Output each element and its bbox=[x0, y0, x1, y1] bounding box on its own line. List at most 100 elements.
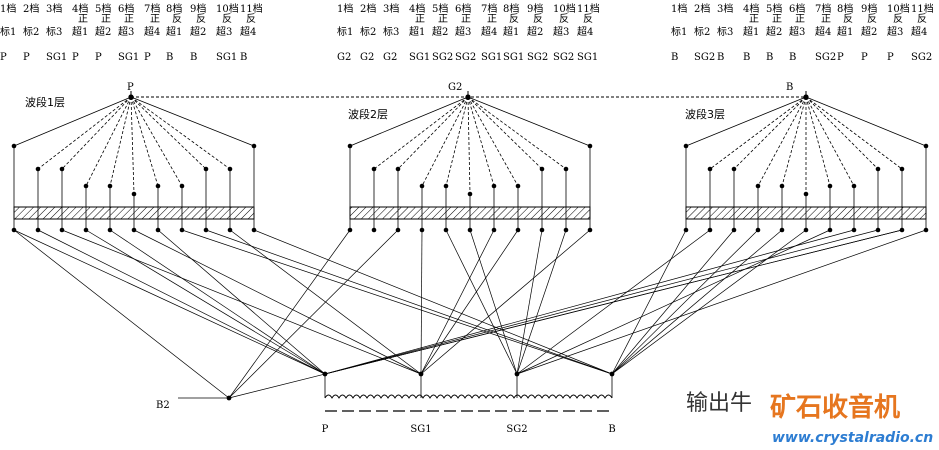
position-assignment: B bbox=[766, 52, 773, 63]
position-assignment: SG1 bbox=[216, 52, 237, 63]
wiper-line bbox=[130, 96, 183, 187]
wiper-line bbox=[85, 96, 132, 187]
layer-label: 波段3层 bbox=[685, 107, 725, 121]
transformer-title: 输出牛 bbox=[686, 391, 752, 416]
terminal-label: SG2 bbox=[506, 424, 527, 435]
wiper-line bbox=[757, 96, 807, 187]
connection-wire bbox=[611, 229, 759, 375]
connection-wire bbox=[445, 229, 518, 375]
wiper-line bbox=[467, 96, 567, 170]
connection-wire bbox=[157, 229, 326, 375]
wiper-line bbox=[373, 96, 469, 170]
layer-label: 波段2层 bbox=[348, 107, 388, 121]
position-mode: 超3 bbox=[118, 25, 134, 38]
position-mode: 超3 bbox=[887, 25, 903, 38]
position-mode: 标3 bbox=[383, 26, 399, 38]
position-direction: 反 bbox=[559, 13, 569, 25]
position-direction: 反 bbox=[893, 13, 903, 25]
input-dot bbox=[226, 395, 232, 401]
position-mode: 超4 bbox=[240, 25, 256, 38]
contact-dot bbox=[179, 183, 185, 189]
position-number: 7档 bbox=[481, 2, 497, 15]
position-number: 4档 bbox=[743, 2, 759, 15]
contact-dot bbox=[203, 166, 209, 172]
b2-wire bbox=[13, 229, 230, 399]
transformer-coil bbox=[324, 394, 613, 399]
contact-dot bbox=[155, 183, 161, 189]
connection-wire bbox=[611, 229, 687, 375]
position-number: 7档 bbox=[815, 2, 831, 15]
position-number: 10档 bbox=[887, 2, 910, 15]
wiper-line bbox=[805, 96, 903, 170]
position-assignment: B bbox=[743, 52, 750, 63]
position-number: 2档 bbox=[694, 2, 710, 15]
position-mode: 超2 bbox=[432, 25, 448, 38]
position-number: 7档 bbox=[144, 2, 160, 15]
position-direction: 正 bbox=[821, 14, 831, 25]
connection-wire bbox=[37, 229, 326, 375]
position-mode: 标1 bbox=[337, 26, 353, 38]
position-direction: 正 bbox=[487, 14, 497, 25]
position-mode: 超2 bbox=[190, 25, 206, 38]
position-number: 8档 bbox=[166, 2, 182, 15]
contact-dot bbox=[539, 166, 545, 172]
input-label: B2 bbox=[156, 400, 170, 411]
wiper-line bbox=[805, 96, 927, 147]
position-direction: 反 bbox=[917, 13, 927, 25]
position-number: 6档 bbox=[455, 2, 471, 15]
position-mode: 标3 bbox=[46, 26, 62, 38]
wiper-line bbox=[805, 96, 855, 187]
position-direction: 反 bbox=[533, 13, 543, 25]
contact-dot bbox=[83, 183, 89, 189]
position-direction: 正 bbox=[749, 14, 759, 25]
connection-wire bbox=[109, 229, 326, 375]
position-mode: 标3 bbox=[717, 26, 733, 38]
position-mode: 超2 bbox=[861, 25, 877, 38]
position-direction: 正 bbox=[150, 14, 160, 25]
position-direction: 正 bbox=[124, 14, 134, 25]
wiper-line bbox=[733, 96, 807, 170]
wiper-line bbox=[445, 96, 469, 187]
b2-wire bbox=[228, 229, 903, 399]
position-assignment: SG1 bbox=[46, 52, 67, 63]
position-direction: 反 bbox=[583, 13, 593, 25]
position-assignment: P bbox=[861, 52, 868, 63]
terminal-label: P bbox=[322, 424, 329, 435]
position-number: 4档 bbox=[72, 2, 88, 15]
position-number: 5档 bbox=[432, 2, 448, 15]
wiper-line bbox=[467, 96, 495, 187]
position-assignment: SG2 bbox=[815, 52, 836, 63]
position-number: 4档 bbox=[409, 2, 425, 15]
position-assignment: SG1 bbox=[409, 52, 430, 63]
position-direction: 反 bbox=[172, 13, 182, 25]
connection-wire bbox=[181, 229, 613, 375]
connection-wire bbox=[420, 229, 591, 375]
position-mode: 标1 bbox=[0, 26, 16, 38]
connection-wire bbox=[516, 229, 543, 375]
contact-dot bbox=[443, 183, 449, 189]
connection-wire bbox=[420, 229, 423, 375]
connection-wire bbox=[205, 229, 613, 375]
wiper-line bbox=[130, 96, 207, 170]
position-assignment: P bbox=[144, 52, 151, 63]
position-direction: 反 bbox=[843, 13, 853, 25]
position-number: 2档 bbox=[23, 2, 39, 15]
contact-dot bbox=[587, 143, 593, 149]
position-assignment: P bbox=[95, 52, 102, 63]
connection-wire bbox=[85, 229, 326, 375]
contact-dot bbox=[251, 143, 257, 149]
position-mode: 超1 bbox=[409, 25, 425, 38]
wiper-line bbox=[130, 96, 135, 195]
connection-wire bbox=[611, 229, 783, 375]
position-mode: 标2 bbox=[360, 26, 376, 38]
position-assignment: P bbox=[23, 52, 30, 63]
position-direction: 反 bbox=[222, 13, 232, 25]
wiper-line bbox=[421, 96, 469, 187]
position-mode: 超2 bbox=[766, 25, 782, 38]
wafer-body bbox=[13, 206, 255, 220]
position-number: 3档 bbox=[46, 2, 62, 15]
position-mode: 超1 bbox=[743, 25, 759, 38]
